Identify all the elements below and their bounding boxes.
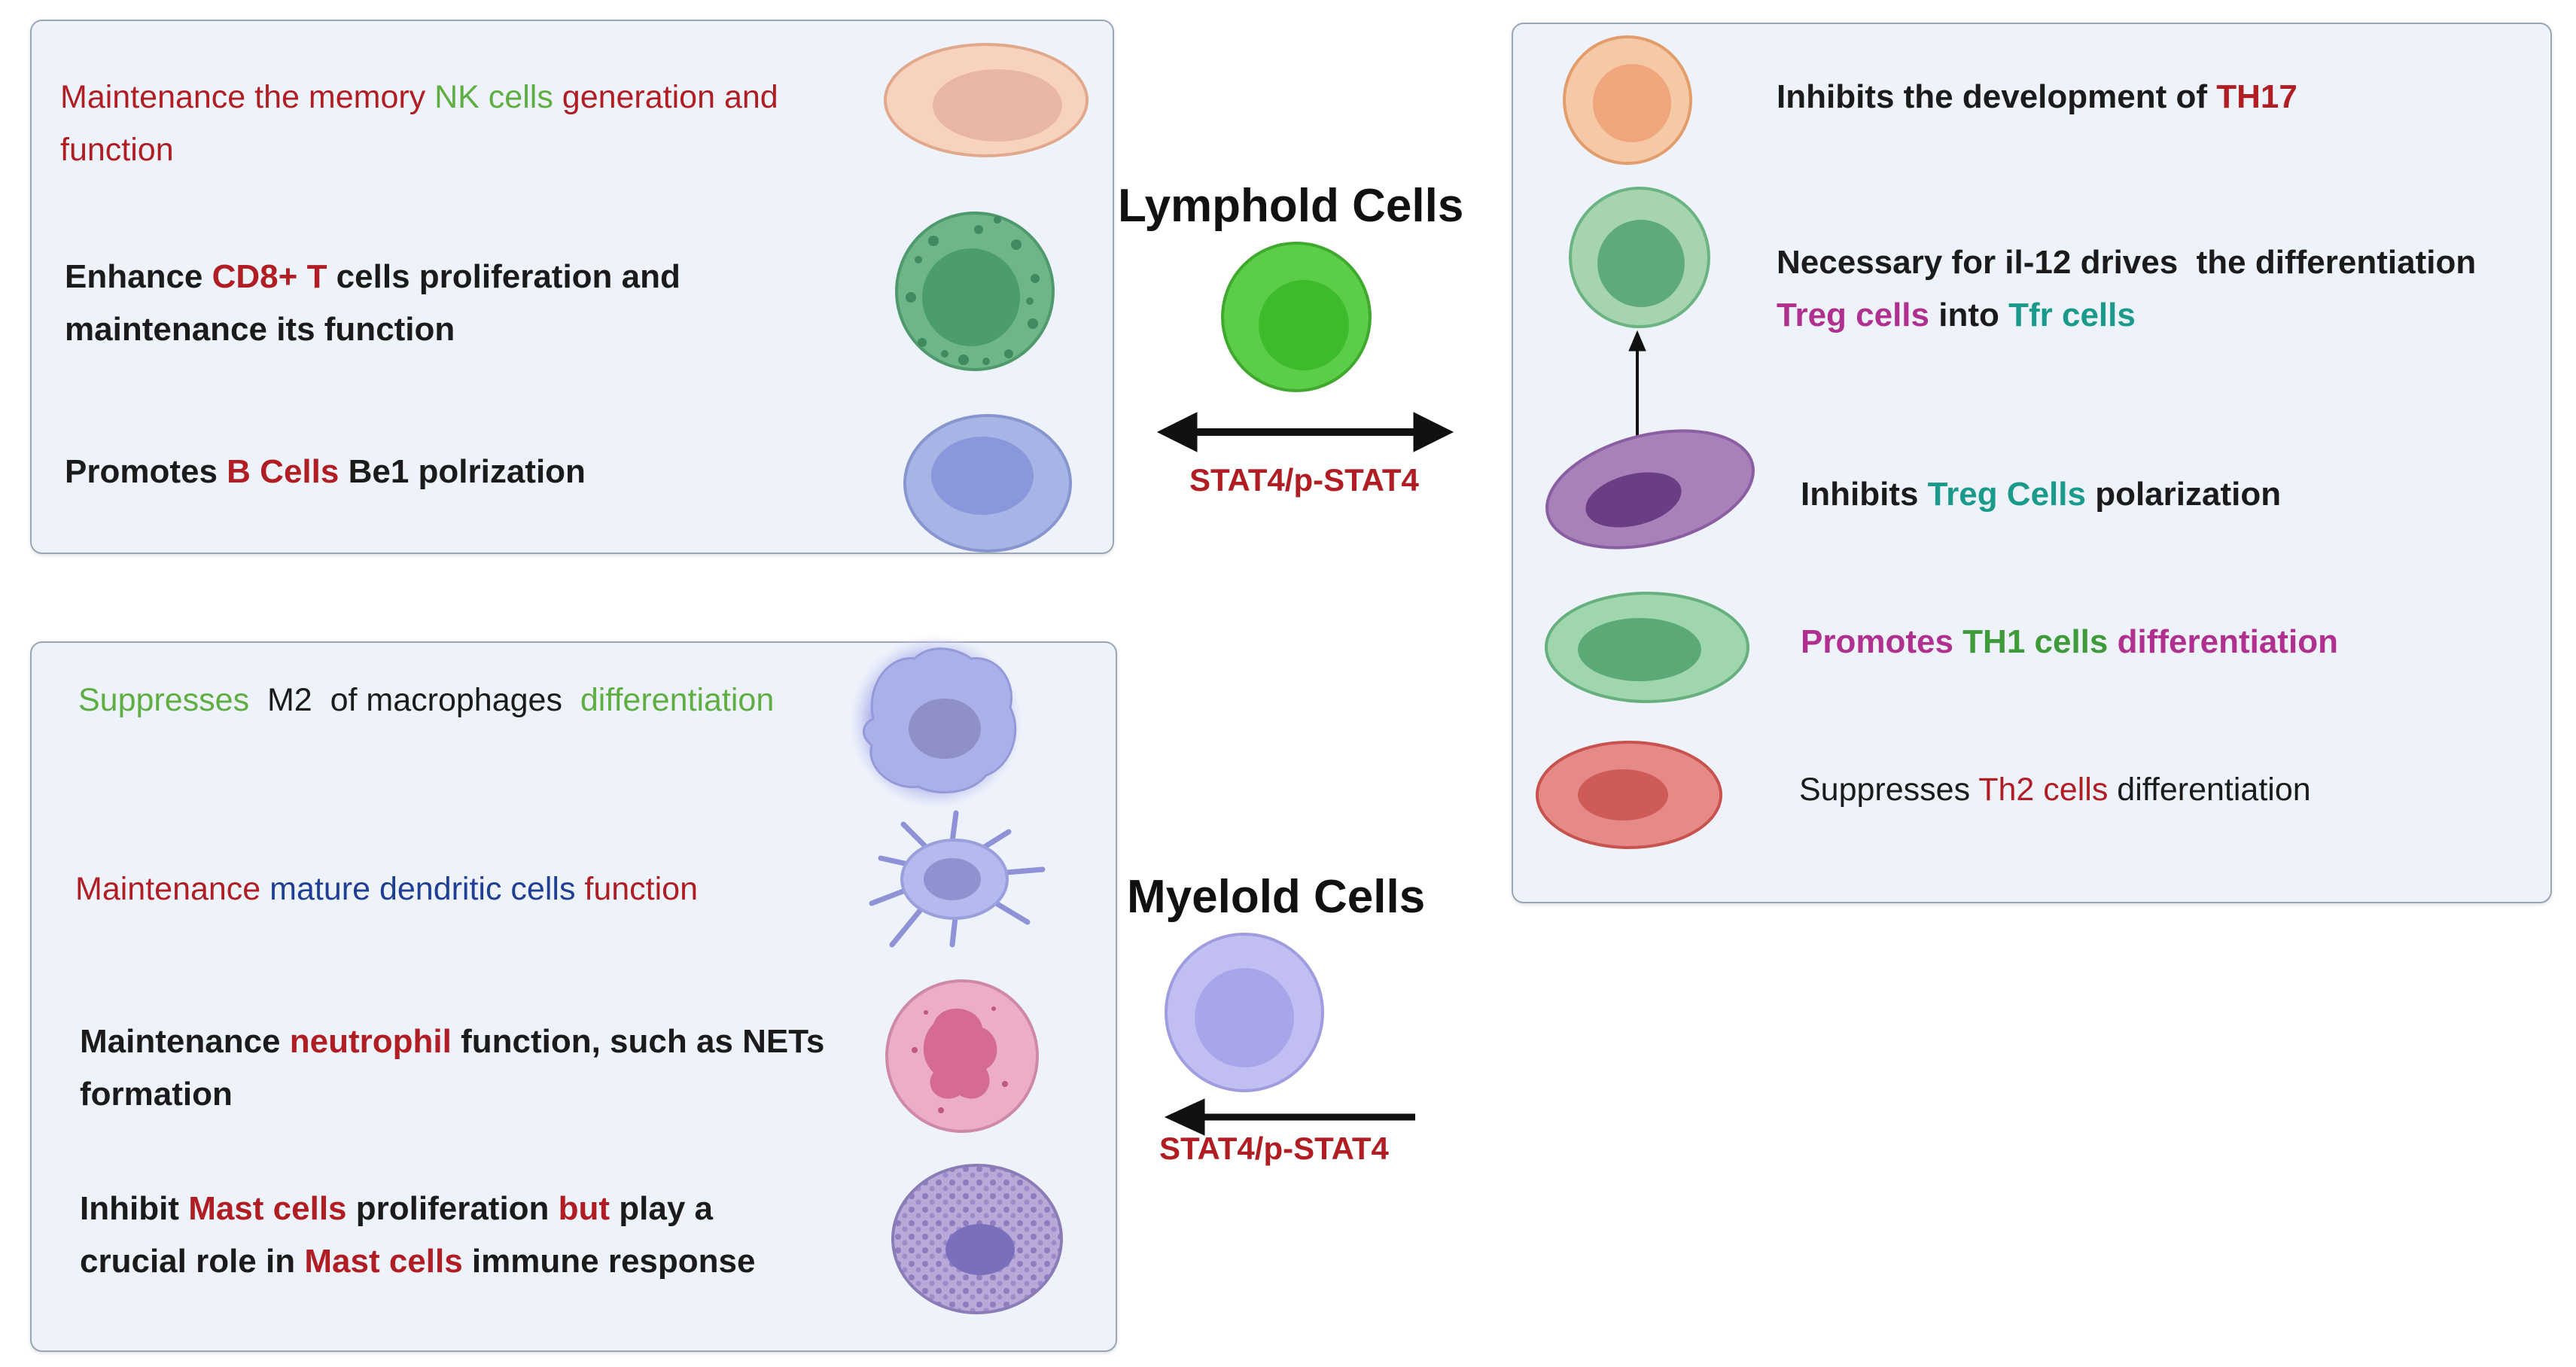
- text-run: TH1 cells: [1962, 623, 2109, 660]
- text-run: Promotes: [1801, 623, 1963, 660]
- text-line: Maintenance neutrophil function, such as…: [80, 1015, 824, 1068]
- text-run: cells proliferation and: [327, 258, 681, 295]
- macrophage-text: Suppresses M2 of macrophages differentia…: [78, 674, 774, 726]
- tfr-cell-icon: [1569, 187, 1710, 328]
- left-arrow-icon: [1164, 1098, 1415, 1136]
- th1-text: Promotes TH1 cells differentiation: [1801, 616, 2338, 668]
- text-line: Inhibits the development of TH17: [1777, 71, 2297, 123]
- text-line: Promotes TH1 cells differentiation: [1801, 616, 2338, 668]
- text-run: differentiation: [2108, 772, 2311, 808]
- text-run: differentiation: [580, 682, 775, 718]
- text-line: Inhibits Treg Cells polarization: [1801, 468, 2281, 521]
- text-line: Enhance CD8+ T cells proliferation and: [65, 251, 681, 303]
- text-line: Treg cells into Tfr cells: [1777, 289, 2476, 342]
- text-run: Necessary for il-12 drives the different…: [1777, 244, 2477, 281]
- text-line: maintenance its function: [65, 303, 681, 356]
- th17-cell-icon: [1563, 35, 1692, 165]
- text-run: play a: [610, 1190, 714, 1227]
- text-run: M2 of macrophages: [249, 682, 580, 718]
- text-run: Suppresses: [1799, 772, 1979, 808]
- lymphoid-cell-icon: [1221, 242, 1372, 392]
- text-run: differentiation: [2108, 623, 2338, 660]
- text-run: Maintenance: [80, 1023, 290, 1060]
- text-run: Treg Cells: [1927, 476, 2086, 513]
- text-run: maintenance its function: [65, 311, 455, 348]
- text-line: Necessary for il-12 drives the different…: [1777, 236, 2476, 289]
- text-run: Inhibits the development of: [1777, 78, 2217, 115]
- th1-cell-icon: [1545, 592, 1749, 703]
- text-run: Maintenance the memory: [60, 79, 435, 115]
- lymphoid-arrow-label: STAT4/p-STAT4: [1189, 462, 1419, 498]
- th2-text: Suppresses Th2 cells differentiation: [1799, 763, 2311, 816]
- text-run: neutrophil: [289, 1023, 452, 1060]
- th2-cell-icon: [1536, 741, 1722, 849]
- text-line: crucial role in Mast cells immune respon…: [80, 1235, 755, 1288]
- nk-cell-icon: [884, 43, 1089, 157]
- text-run: function: [60, 132, 174, 168]
- text-run: into: [1929, 297, 2009, 333]
- cd8-t-cell-text: Enhance CD8+ T cells proliferation and ma…: [65, 251, 681, 356]
- text-run: formation: [80, 1076, 233, 1113]
- text-run: generation and: [553, 79, 778, 115]
- treg-cell-icon: [1545, 429, 1755, 550]
- text-run: Be1 polrization: [339, 453, 586, 490]
- text-run: Inhibits: [1801, 476, 1928, 513]
- text-line: Maintenance the memory NK cells generati…: [60, 71, 778, 123]
- text-run: Th2 cells: [1978, 772, 2109, 808]
- macrophage-icon: [848, 635, 1023, 809]
- text-run: proliferation: [346, 1190, 559, 1227]
- text-line: Promotes B Cells Be1 polrization: [65, 446, 586, 498]
- double-arrow-icon: [1156, 412, 1454, 452]
- dendritic-cell-icon: [869, 810, 1046, 948]
- mast-cell-icon: [891, 1164, 1063, 1314]
- neutrophil-icon: [885, 979, 1039, 1133]
- text-line: formation: [80, 1068, 824, 1121]
- dendritic-cell-text: Maintenance mature dendritic cells funct…: [75, 863, 698, 915]
- text-line: function: [60, 123, 778, 176]
- text-run: Promotes: [65, 453, 227, 490]
- nk-cell-text: Maintenance the memory NK cells generati…: [60, 71, 778, 176]
- text-run: Inhibit: [80, 1190, 189, 1227]
- myeloid-title: Myelold Cells: [1127, 871, 1426, 923]
- lymphoid-title: Lymphold Cells: [1118, 180, 1464, 232]
- text-run: Maintenance: [75, 871, 270, 907]
- text-run: Enhance: [65, 258, 212, 295]
- myeloid-cell-icon: [1165, 933, 1324, 1092]
- text-run: function: [575, 871, 699, 907]
- text-run: Mast cells: [188, 1190, 347, 1227]
- cd8-t-cell-icon: [895, 212, 1055, 371]
- text-run: mature dendritic cells: [269, 871, 576, 907]
- tfr-text: Necessary for il-12 drives the different…: [1777, 236, 2476, 342]
- text-run: CD8+ T: [212, 258, 327, 295]
- text-run: function, such as NETs: [451, 1023, 825, 1060]
- text-line: Maintenance mature dendritic cells funct…: [75, 863, 698, 915]
- text-run: but: [558, 1190, 611, 1227]
- b-cell-text: Promotes B Cells Be1 polrization: [65, 446, 586, 498]
- text-run: Suppresses: [78, 682, 250, 718]
- text-line: Suppresses Th2 cells differentiation: [1799, 763, 2311, 816]
- text-run: crucial role in: [80, 1243, 305, 1280]
- text-run: B Cells: [227, 453, 340, 490]
- text-run: TH17: [2216, 78, 2297, 115]
- text-line: Inhibit Mast cells proliferation but pla…: [80, 1183, 755, 1235]
- th17-text: Inhibits the development of TH17: [1777, 71, 2297, 123]
- text-run: polarization: [2085, 476, 2282, 513]
- text-run: immune response: [462, 1243, 756, 1280]
- mast-cell-text: Inhibit Mast cells proliferation but pla…: [80, 1183, 755, 1288]
- neutrophil-text: Maintenance neutrophil function, such as…: [80, 1015, 824, 1121]
- myeloid-arrow-label: STAT4/p-STAT4: [1159, 1131, 1389, 1166]
- text-run: Mast cells: [304, 1243, 463, 1280]
- b-cell-icon: [903, 414, 1072, 553]
- text-line: Suppresses M2 of macrophages differentia…: [78, 674, 774, 726]
- text-run: Tfr cells: [2008, 297, 2136, 333]
- text-run: NK cells: [434, 79, 553, 115]
- text-run: Treg cells: [1777, 297, 1930, 333]
- treg-text: Inhibits Treg Cells polarization: [1801, 468, 2281, 521]
